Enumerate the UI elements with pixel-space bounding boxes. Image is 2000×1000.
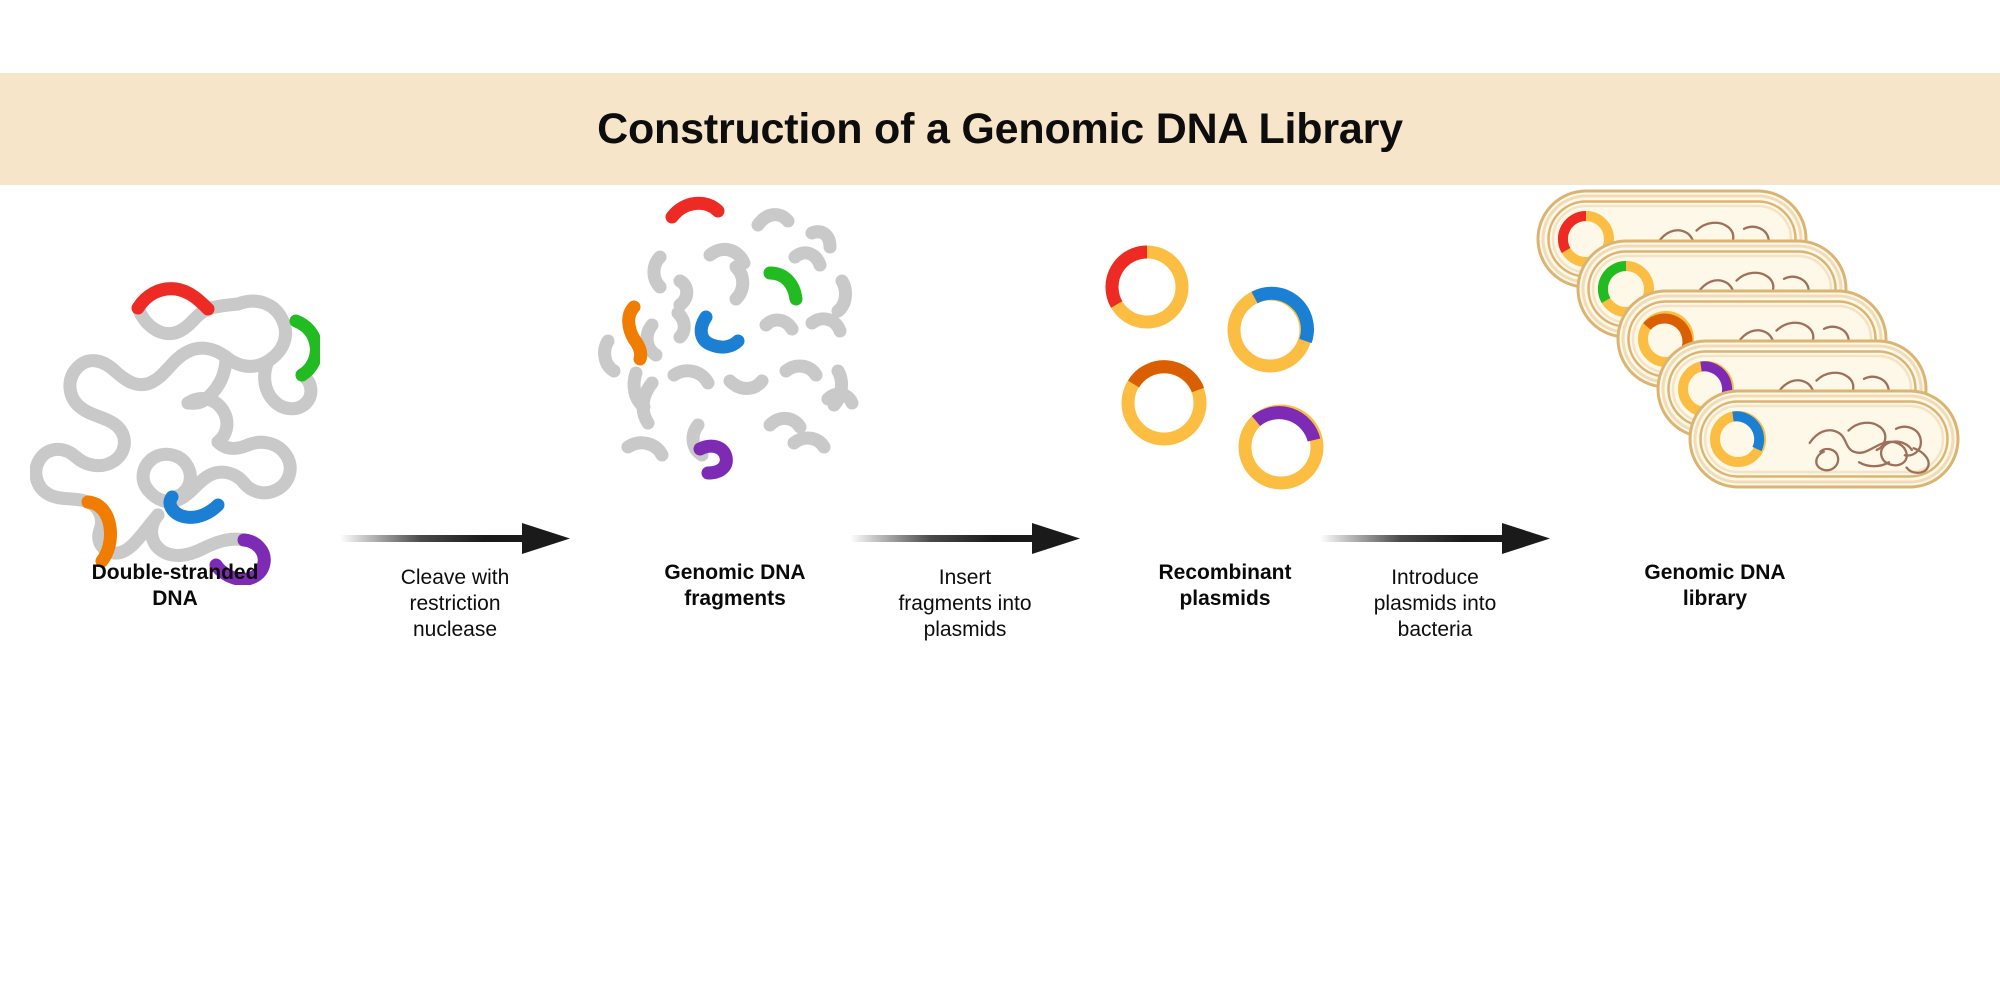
fragment-purple bbox=[693, 439, 733, 480]
stage-label-genomic-dna-fragments: Genomic DNA fragments bbox=[664, 561, 806, 610]
plasmid-circles-icon bbox=[1105, 245, 1324, 490]
bacteria-stack-icon bbox=[1536, 189, 1960, 489]
dna-segment-orange bbox=[81, 495, 117, 568]
tangled-dna-strand-icon bbox=[30, 282, 320, 585]
fragment-red bbox=[665, 196, 725, 224]
dna-segment-purple bbox=[209, 533, 271, 585]
plasmid-dark-orange bbox=[1121, 360, 1207, 446]
stage-label-genomic-dna-library: Genomic DNA library bbox=[1644, 561, 1786, 610]
right-arrow-icon bbox=[340, 523, 570, 554]
step-caption-introduce: Introduce plasmids into bacteria bbox=[1373, 566, 1497, 642]
dna-segment-green bbox=[289, 314, 320, 382]
stage-label-double-stranded-dna: Double-stranded DNA bbox=[91, 561, 259, 610]
dna-segment-red bbox=[131, 282, 215, 316]
fragment-orange bbox=[622, 300, 648, 366]
step-caption-cleave: Cleave with restriction nuclease bbox=[400, 566, 510, 642]
page-title: Construction of a Genomic DNA Library bbox=[597, 104, 1403, 153]
right-arrow-icon bbox=[850, 523, 1080, 554]
plasmid-blue bbox=[1227, 286, 1314, 373]
title-banner: Construction of a Genomic DNA Library bbox=[0, 73, 2000, 185]
step-caption-insert: Insert fragments into plasmids bbox=[898, 566, 1032, 642]
bacterium-blue bbox=[1688, 389, 1960, 489]
fragment-blue bbox=[694, 310, 745, 354]
diagram-flow: Double-stranded DNA Cleave with restrict… bbox=[0, 185, 2000, 1000]
right-arrow-icon bbox=[1320, 523, 1550, 554]
fragment-green bbox=[763, 266, 803, 306]
scattered-dna-fragments-icon bbox=[598, 196, 859, 480]
plasmid-in-cell-blue bbox=[1710, 411, 1766, 467]
stage-label-recombinant-plasmids: Recombinant plasmids bbox=[1158, 561, 1292, 610]
plasmid-red bbox=[1105, 245, 1189, 329]
plasmid-purple bbox=[1238, 404, 1324, 490]
dna-segment-blue bbox=[163, 490, 225, 524]
